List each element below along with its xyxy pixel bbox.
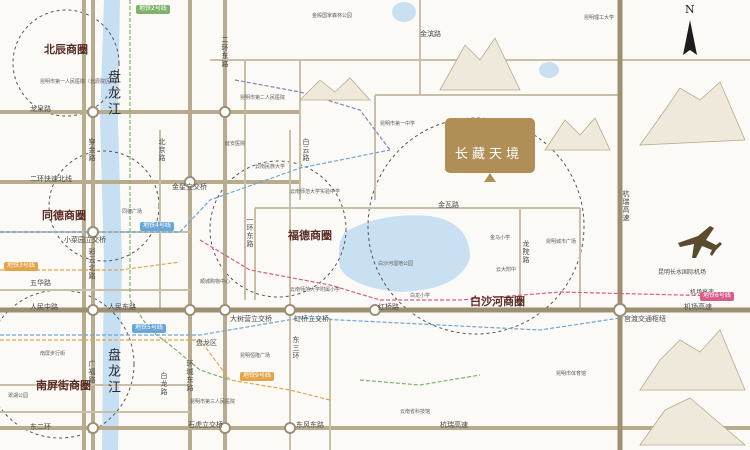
road-honghuai: 虹桥立交桥 [294,315,329,323]
zone-beichen: 北辰商圈 [44,43,88,56]
metro-line5-tag: 地铁5号线 [132,324,166,333]
road-hongqiao: 红桥路 [378,303,399,311]
river-label-top: 盘龙江 [105,70,120,118]
zone-baishahe: 白沙河商圈 [470,295,525,308]
road-baiyun: 白云路 [302,138,310,162]
poi-school-n: 昆明市第一中学 [380,121,416,127]
road-jinxing: 金星立交桥 [172,183,207,191]
road-renmin-w: 人民中路 [30,303,58,311]
road-shengming: 盘龙区 [196,339,217,347]
zone-tongde: 同德商圈 [42,209,86,222]
poi-school-jinrui: 金马小学 [490,235,511,241]
poi-shop-nanping: 南屏步行街 [40,351,66,357]
road-chuanjin: 穿金路 [88,138,96,162]
pond-north [392,2,416,22]
road-dabanqiao: 东三环 [292,336,300,360]
poi-park-cuihu: 翠湖公园 [8,393,29,399]
poi-park-baisha: 白沙河湿地公园 [378,261,414,267]
poi-sports: 昆明市体育馆 [556,371,587,377]
zone-fude: 福德商圈 [288,229,332,242]
road-longyuan: 龙院路 [522,240,530,264]
poi-univ: 云南民族大学 [255,164,286,170]
poi-shop-baiyun: 昆明恒隆广场 [240,353,271,359]
poi-hosp-beichen: 昆明市第一人民医院（北辰院区） [40,79,116,85]
road-caiyun: 彩云北路 [88,248,96,280]
road-erhuan-bei: 二环快速北线 [30,175,72,183]
lake-baishahe [338,215,470,292]
road-jinchan: 金滨路 [420,30,441,38]
poi-hosp-3: 昆明市第三人民医院 [190,399,236,405]
poi-park-n: 金殿国家森林公园 [312,13,353,19]
project-card [445,118,535,173]
road-hangrui-v: 杭瑞高速 [622,190,630,222]
compass-arrow [683,20,697,55]
poi-bailong-school: 白龙小学 [410,293,431,299]
mountain-6 [639,397,747,446]
project-name: 长藏天境 [455,147,524,162]
pond-east [539,62,559,78]
mountain-5 [639,329,746,391]
river-label-bottom: 盘龙江 [105,348,120,396]
circle-fude [209,160,347,298]
road-yihuan: 小菜园立交桥 [64,236,106,244]
road-longquan: 龙泉路 [30,105,51,113]
road-wuhe: 五华路 [30,279,51,287]
poi-tech: 云南省科技馆 [400,409,431,415]
poi-hosp-2: 昆明市第二人民医院 [240,95,286,101]
metro-line2-tag: 地铁2号线 [136,5,170,14]
zone-nanpingjie: 南屏街商圈 [36,379,91,392]
road-hangrui: 杭瑞高速 [440,421,468,429]
road-dashu: 大树营立交桥 [230,315,272,323]
poi-school-dongfeng: 云南师范大学附属小学 [290,287,341,293]
mountain-1 [439,37,521,91]
poi-school-ydh: 云大附中 [496,267,517,273]
circle-beichen [12,9,120,117]
metro-line4-tag: 地铁4号线 [140,222,174,231]
poi-shop-tongde: 同德广场 [122,209,143,215]
poi-shop-cgm: 昆明城市广场 [546,239,577,245]
road-huandong: 环城东路 [186,360,194,392]
road-shijia: 石虎立交桥 [188,421,223,429]
road-guandu: 官渡交通枢纽 [624,315,666,323]
poi-kunming-u: 昆明理工大学 [584,15,615,21]
road-bailong: 白龙路 [160,372,168,396]
airport-label: 昆明长水国际机场 [658,269,707,276]
road-guangfu: 广福路 [88,360,96,384]
compass-north: N [685,3,695,16]
metro-line6-tag: 地铁6号线 [700,292,734,301]
road-jinchan2: 金瓦路 [438,201,459,209]
poi-shop-shuncheng: 顺城购物中心 [200,279,231,285]
mountain-4 [639,81,746,146]
metro-line9-tag: 地铁9号线 [240,372,274,381]
road-dongfeng: 东风东路 [296,421,324,429]
airplane-icon [678,226,722,258]
metro-line3-tag: 地铁3号线 [4,262,38,271]
circle-baishahe [367,117,585,335]
mountain-3 [544,117,611,151]
road-erhuan-dong: 二环东路 [221,36,229,68]
poi-school-gaoji: 云南师范大学实验中学 [290,189,341,195]
poi-hosp-yanan: 延安医院 [225,141,246,147]
road-erhuan-dong2: 一环东路 [246,216,254,248]
road-jichang: 机场高速 [684,303,712,311]
mountain-2 [299,77,371,101]
road-dongdan: 东二环 [30,423,51,431]
road-renmin: 人民东路 [108,303,136,311]
road-beijing: 北京路 [158,138,166,162]
